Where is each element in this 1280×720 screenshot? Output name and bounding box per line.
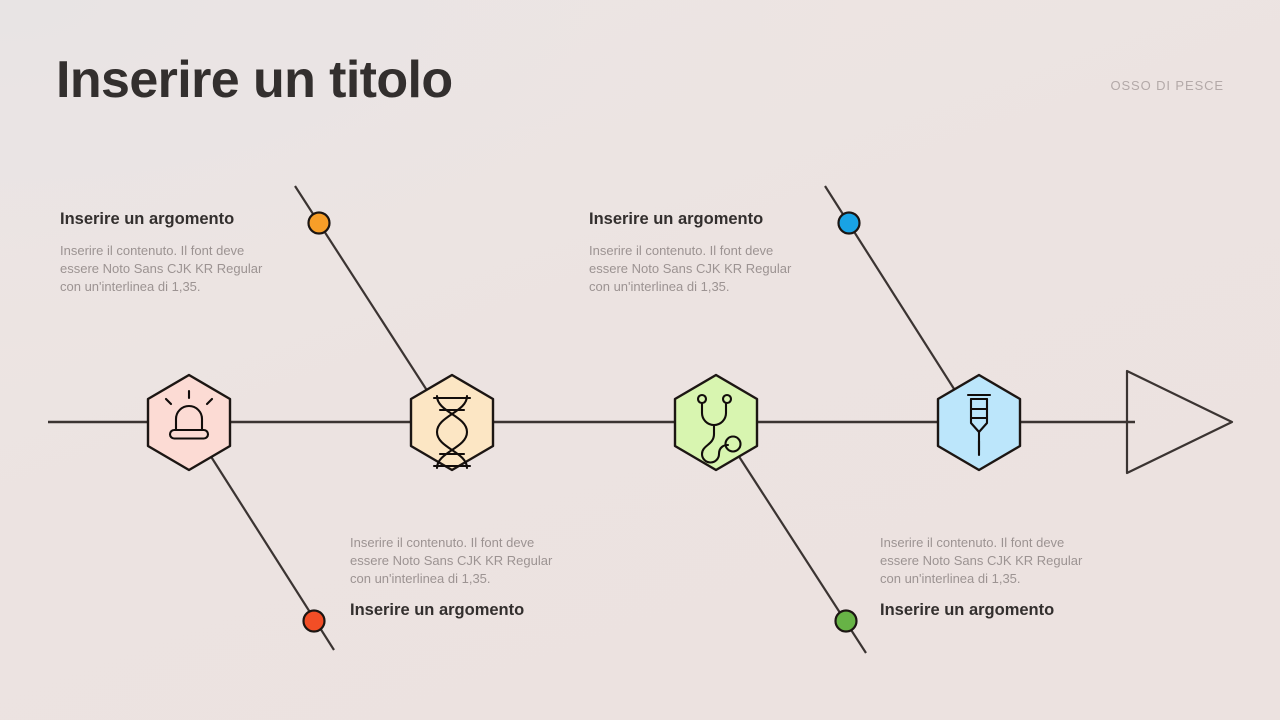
hexagon-shape xyxy=(146,373,232,472)
hexagon-shape xyxy=(673,373,759,472)
node-hexagon-3[interactable] xyxy=(673,373,759,472)
slide-kicker-label: OSSO DI PESCE xyxy=(1110,78,1224,93)
branch-dot-top-right[interactable] xyxy=(837,211,861,235)
branch-dot-top-left[interactable] xyxy=(307,211,331,235)
page-title: Inserire un titolo xyxy=(56,51,453,109)
hexagon-shape xyxy=(409,373,495,472)
branch-text-bottom-right: Inserire il contenuto. Il font deve esse… xyxy=(880,534,1125,621)
branch-dot-bottom-left[interactable] xyxy=(302,609,326,633)
node-hexagon-4[interactable] xyxy=(936,373,1022,472)
syringe-icon xyxy=(966,393,992,457)
branch-title: Inserire un argomento xyxy=(880,600,1055,619)
branch-body: Inserire il contenuto. Il font deve esse… xyxy=(60,242,263,294)
branch-text-top-right: Inserire un argomento Inserire il conten… xyxy=(589,210,839,296)
hexagon-shape xyxy=(936,373,1022,472)
branch-title: Inserire un argomento xyxy=(60,210,235,228)
branch-title: Inserire un argomento xyxy=(589,210,764,228)
stethoscope-icon xyxy=(696,393,742,464)
branch-text-bottom-left: Inserire il contenuto. Il font deve esse… xyxy=(350,534,595,621)
branch-body: Inserire il contenuto. Il font deve esse… xyxy=(589,242,792,294)
node-hexagon-2[interactable] xyxy=(409,373,495,472)
node-hexagon-1[interactable] xyxy=(146,373,232,472)
arrow-head xyxy=(1125,369,1234,475)
alarm-light-icon xyxy=(164,389,214,440)
branch-body: Inserire il contenuto. Il font deve esse… xyxy=(880,535,1083,586)
branch-dot-bottom-right[interactable] xyxy=(834,609,858,633)
dna-icon xyxy=(432,394,472,470)
branch-body: Inserire il contenuto. Il font deve esse… xyxy=(350,535,553,586)
branch-text-top-left: Inserire un argomento Inserire il conten… xyxy=(60,210,310,296)
branch-title: Inserire un argomento xyxy=(350,600,525,619)
